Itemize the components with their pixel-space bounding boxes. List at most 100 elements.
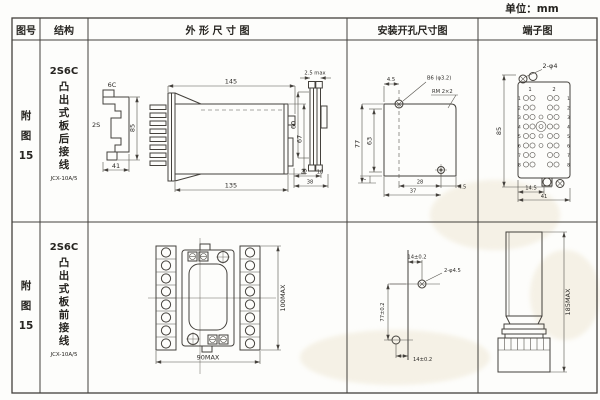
dim-145: 145 bbox=[225, 78, 237, 86]
dim-28: 28 bbox=[417, 180, 424, 186]
panel-clamp bbox=[308, 81, 328, 172]
row1-fig-no: 附 图 15 bbox=[12, 106, 40, 166]
row2-mounting-drawing: 14±0.2 2-φ4.5 77±0.2 14±0.2 bbox=[380, 250, 461, 363]
header-fig-no: 图号 bbox=[16, 26, 36, 37]
fig-char: 附 bbox=[20, 280, 32, 292]
dimension-lines bbox=[102, 96, 140, 172]
row2-outline-front-view: 100MAX 90MAX bbox=[148, 238, 287, 374]
pin-number: 5 bbox=[567, 134, 570, 139]
row2-structure: 2S6C 凸 出 式 板 前 接 线 JCX-10A/5 bbox=[40, 242, 88, 358]
dimension-lines bbox=[386, 260, 443, 358]
header-terminal: 端子图 bbox=[522, 26, 553, 37]
structure-char: 后 bbox=[58, 133, 70, 145]
structure-char: 线 bbox=[58, 335, 70, 347]
fig-char: 15 bbox=[18, 320, 34, 332]
terminal-side-numbers: 1 2 3 4 5 6 7 8 1 2 3 4 5 6 7 8 bbox=[518, 96, 570, 168]
label-6c: 6C bbox=[108, 81, 117, 89]
terminal-strips bbox=[155, 245, 261, 351]
relay-center-body bbox=[181, 243, 235, 353]
dimension-lines bbox=[167, 84, 306, 192]
unit-label: 单位：mm bbox=[505, 3, 559, 15]
dim-100max: 100MAX bbox=[279, 284, 287, 311]
structure-char: 凸 bbox=[58, 257, 70, 269]
row1-mounting-drawing: 4.5 B6 (φ3.2) RM 2×2 77 63 7 28 37 4.5 bbox=[354, 76, 466, 197]
structure-char: 出 bbox=[58, 94, 70, 106]
relay-profile bbox=[102, 89, 130, 161]
pin-number: 3 bbox=[567, 115, 570, 120]
terminal-col-2: 2 bbox=[552, 87, 555, 93]
pin-number: 2 bbox=[518, 106, 521, 111]
structure-char: 凸 bbox=[58, 81, 70, 93]
relay-side-profile bbox=[497, 231, 551, 373]
row2-terminal-drawing: 185MAX bbox=[497, 231, 572, 373]
relay-body bbox=[149, 92, 296, 182]
pin-number: 1 bbox=[518, 96, 521, 101]
dim-60: 60 bbox=[290, 121, 298, 129]
pin-number: 8 bbox=[518, 163, 521, 168]
fig-char: 图 bbox=[20, 300, 32, 312]
pin-number: 6 bbox=[567, 144, 570, 149]
dim-63: 63 bbox=[366, 137, 374, 145]
structure-char: 出 bbox=[58, 270, 70, 282]
cutout-outline bbox=[383, 90, 457, 184]
dim-41: 41 bbox=[541, 194, 548, 200]
row1-outline-side-view: 6C 2S 85 41 bbox=[92, 81, 140, 172]
scan-stain bbox=[300, 330, 490, 385]
pin-number: 4 bbox=[567, 125, 570, 130]
structure-char: 式 bbox=[58, 283, 70, 295]
dimension-lines bbox=[358, 81, 462, 197]
label-2s: 2S bbox=[92, 121, 100, 129]
pin-number: 3 bbox=[518, 115, 521, 120]
fig-char: 图 bbox=[20, 130, 32, 142]
structure-char: 式 bbox=[58, 107, 70, 119]
dimension-lines bbox=[155, 245, 281, 364]
structure-char: 板 bbox=[58, 296, 70, 308]
header-mounting: 安装开孔尺寸图 bbox=[377, 26, 448, 37]
hole-layout bbox=[384, 250, 440, 360]
dim-85: 85 bbox=[129, 124, 137, 132]
label-b6-hole: B6 (φ3.2) bbox=[427, 76, 451, 82]
pin-number: 4 bbox=[518, 125, 521, 130]
pin-number: 2 bbox=[567, 106, 570, 111]
dim-67: 67 bbox=[296, 135, 304, 143]
dim-4-5-right: 4.5 bbox=[458, 185, 466, 191]
fig-char: 15 bbox=[18, 150, 34, 162]
label-2-phi4: 2-φ4 bbox=[543, 62, 558, 70]
label-2-phi4-5: 2-φ4.5 bbox=[444, 268, 461, 274]
header-structure: 结构 bbox=[54, 26, 74, 37]
structure-char: 接 bbox=[58, 322, 70, 334]
dim-77-left: 77±0.2 bbox=[380, 302, 386, 321]
dim-22: 22 bbox=[301, 170, 308, 176]
dim-2-5-max: 2.5 max bbox=[304, 71, 325, 77]
pin-number: 6 bbox=[518, 144, 521, 149]
row1-terminal-drawing: 1 2 1 2 3 4 5 6 7 8 1 2 3 4 5 6 7 8 bbox=[495, 62, 571, 202]
header-outline: 外 形 尺 寸 图 bbox=[185, 26, 250, 37]
dimension-lines bbox=[293, 76, 331, 188]
dim-37: 37 bbox=[410, 189, 417, 195]
dim-90max: 90MAX bbox=[197, 354, 220, 362]
terminal-col-1: 1 bbox=[528, 87, 531, 93]
dim-38: 38 bbox=[307, 180, 314, 186]
row2-model: 2S6C bbox=[49, 242, 79, 253]
dim-14-top: 14±0.2 bbox=[407, 255, 426, 261]
dim-7: 7 bbox=[362, 178, 368, 181]
row1-outline-panel-view: 2.5 max 60 22 10 38 bbox=[290, 71, 331, 188]
structure-char: 板 bbox=[58, 120, 70, 132]
pin-number: 5 bbox=[518, 134, 521, 139]
row2-fig-no: 附 图 15 bbox=[12, 276, 40, 336]
dimension-lines bbox=[502, 69, 571, 202]
structure-char: 接 bbox=[58, 146, 70, 158]
row1-model: 2S6C bbox=[49, 66, 79, 77]
label-rm-thread: RM 2×2 bbox=[432, 89, 453, 95]
dim-14-5: 14.5 bbox=[525, 186, 537, 192]
dim-10: 10 bbox=[317, 170, 324, 176]
row1-structure: 2S6C 凸 出 式 板 后 接 线 JCX-10A/5 bbox=[40, 66, 88, 182]
dim-14-bottom: 14±0.2 bbox=[413, 357, 432, 363]
terminal-block bbox=[517, 72, 571, 188]
pin-number: 7 bbox=[518, 153, 521, 158]
dim-85: 85 bbox=[495, 127, 503, 135]
dim-41: 41 bbox=[112, 162, 120, 170]
scan-stain bbox=[430, 180, 560, 250]
row1-outline-long-view: 145 135 67 bbox=[149, 78, 306, 192]
